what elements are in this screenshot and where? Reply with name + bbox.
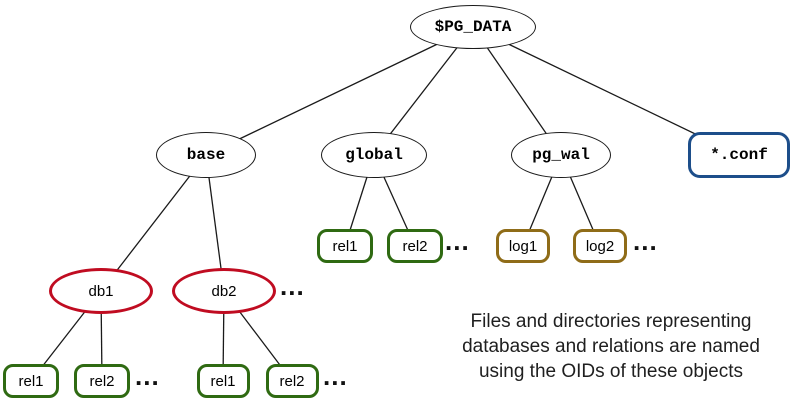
node-db2: db2 — [172, 268, 276, 314]
node-pg-data: $PG_DATA — [410, 5, 536, 49]
node-log2: log2 — [573, 229, 627, 263]
ellipsis-after-global-rel2: ... — [445, 226, 470, 256]
node-pg-wal: pg_wal — [511, 132, 611, 178]
caption-line-2: databases and relations are named — [462, 336, 760, 357]
edge-pg-data-base — [205, 26, 474, 156]
ellipsis-after-log2: ... — [633, 226, 658, 256]
node-db2-rel1: rel1 — [196, 364, 250, 398]
node-db2-rel2: rel2 — [265, 364, 319, 398]
node-global-rel1: rel1 — [317, 229, 373, 263]
caption-line-1: Files and directories representing — [470, 311, 752, 332]
node-log1: log1 — [496, 229, 550, 263]
ellipsis-after-db2: ... — [280, 271, 305, 301]
ellipsis-after-db2-rel2: ... — [323, 361, 348, 391]
node-conf: *.conf — [688, 132, 790, 178]
ellipsis-after-db1-rel2: ... — [135, 361, 160, 391]
node-global-rel2: rel2 — [387, 229, 443, 263]
node-db1: db1 — [49, 268, 153, 314]
node-global: global — [321, 132, 427, 178]
node-db1-rel1: rel1 — [3, 364, 59, 398]
node-db1-rel2: rel2 — [74, 364, 130, 398]
node-base: base — [156, 132, 256, 178]
caption: Files and directories representing datab… — [425, 309, 797, 384]
caption-line-3: using the OIDs of these objects — [478, 361, 744, 382]
edge-base-db1 — [100, 154, 207, 292]
